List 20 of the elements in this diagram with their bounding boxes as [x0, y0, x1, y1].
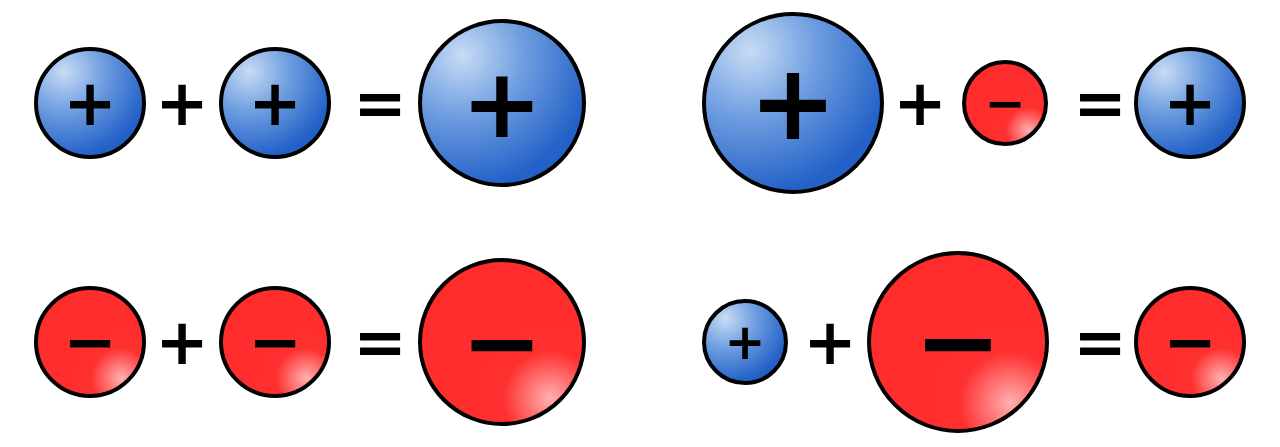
operator-sign: + [155, 71, 209, 135]
charge-circle: + [219, 47, 331, 159]
charge-circle: − [418, 258, 586, 426]
operator-sign: + [893, 71, 947, 135]
charge-circle: + [702, 299, 788, 385]
charge-circle: + [34, 47, 146, 159]
charge-circle: − [962, 60, 1048, 146]
operator-sign: = [353, 71, 407, 135]
charge-circle: − [1134, 286, 1246, 398]
charge-circle: − [34, 286, 146, 398]
charge-circle: − [867, 251, 1049, 433]
operator-sign: + [155, 310, 209, 374]
charge-circle: + [1134, 47, 1246, 159]
operator-sign: = [1073, 71, 1127, 135]
charge-circle: + [418, 19, 586, 187]
operator-sign: = [353, 310, 407, 374]
charge-circle: + [702, 12, 884, 194]
operator-sign: = [1073, 310, 1127, 374]
charge-circle: − [219, 286, 331, 398]
operator-sign: + [803, 310, 857, 374]
